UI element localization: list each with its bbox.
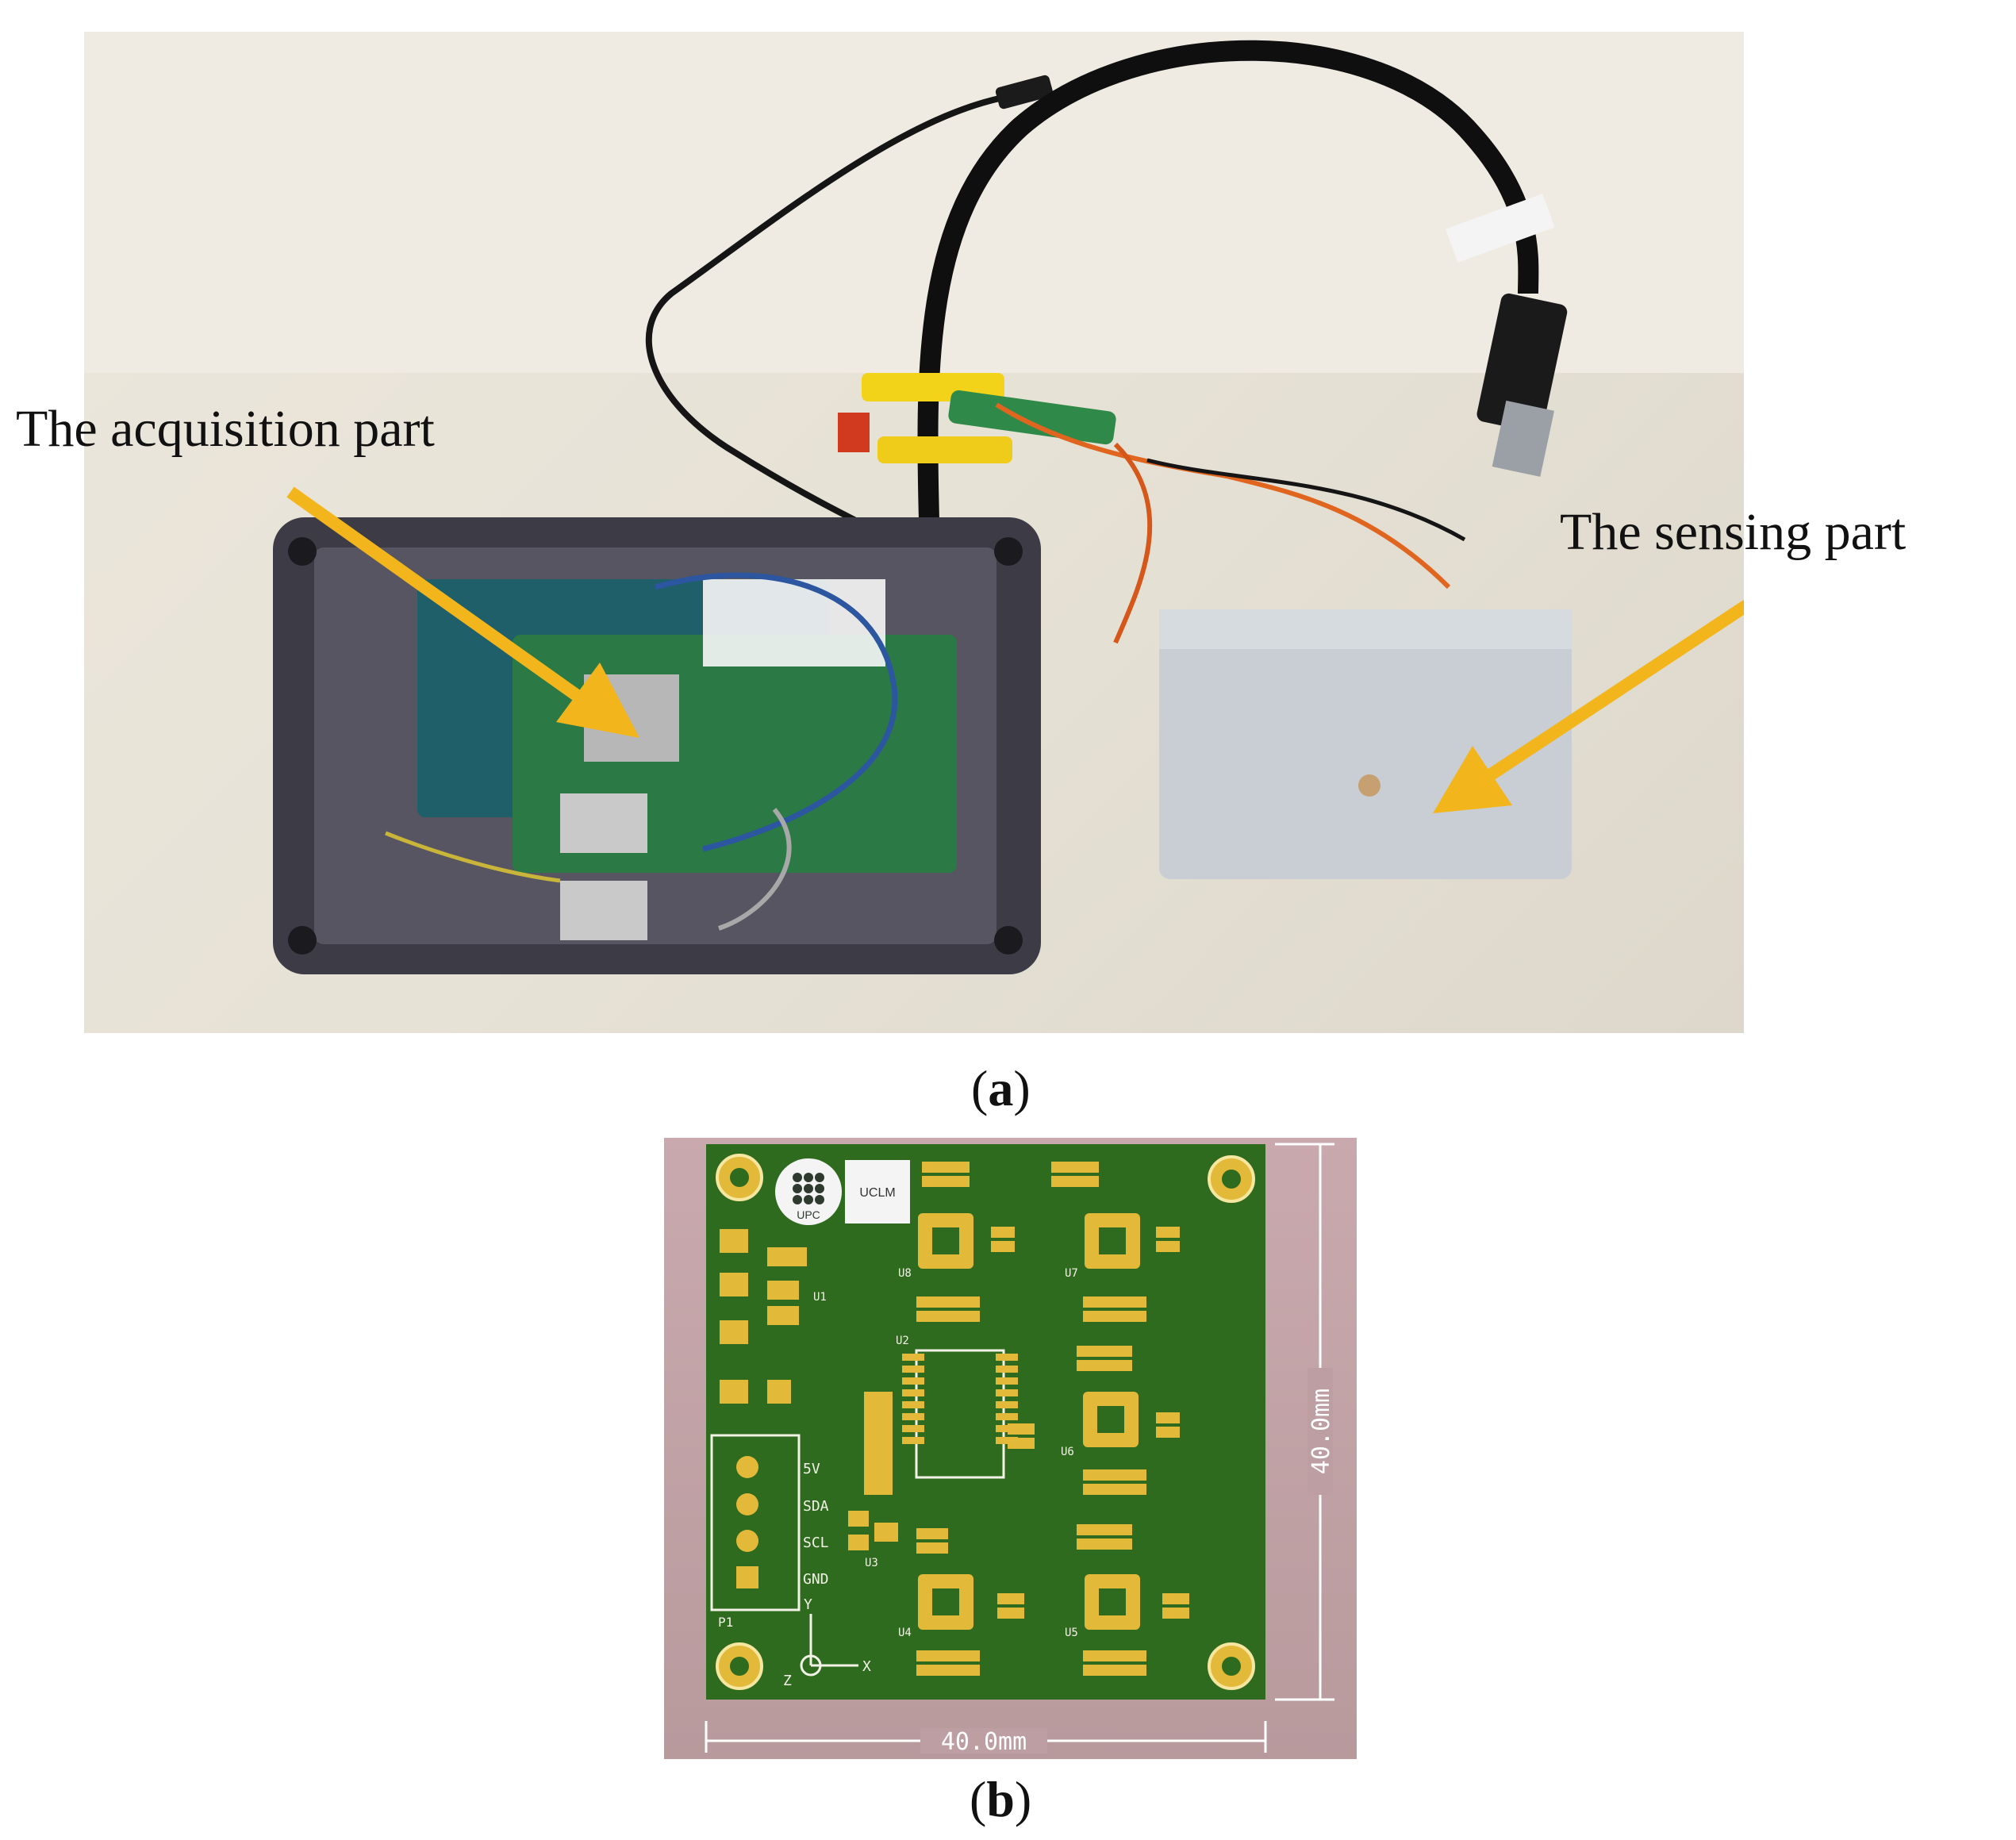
pin-label-sda: SDA bbox=[803, 1498, 829, 1515]
red-connector bbox=[838, 413, 870, 452]
ref-u3: U3 bbox=[865, 1557, 878, 1569]
ref-u2: U2 bbox=[896, 1335, 909, 1347]
uclm-logo-text: UCLM bbox=[859, 1186, 895, 1200]
ref-u5: U5 bbox=[1065, 1627, 1078, 1639]
upc-logo-text: UPC bbox=[797, 1208, 820, 1221]
chip-u8 bbox=[918, 1213, 973, 1269]
ref-u7: U7 bbox=[1065, 1267, 1078, 1280]
arrow-sensing bbox=[1476, 599, 1744, 787]
dimension-width: 40.0mm bbox=[941, 1728, 1027, 1756]
passive-pads bbox=[720, 1162, 1189, 1676]
usb-cable bbox=[917, 40, 1539, 521]
panel-label-b: (b) bbox=[970, 1771, 1032, 1827]
pin-label-5v: 5V bbox=[803, 1461, 820, 1477]
pin-label-scl: SCL bbox=[803, 1535, 829, 1551]
panel-letter-b: b bbox=[986, 1771, 1015, 1827]
chip-u2 bbox=[902, 1349, 1018, 1479]
dimension-height: 40.0mm bbox=[1308, 1389, 1335, 1474]
pcb-illustration: UPC UCLM bbox=[705, 1143, 1335, 1756]
ref-u4: U4 bbox=[898, 1627, 912, 1639]
chip-u5 bbox=[1085, 1574, 1140, 1630]
usb-plug bbox=[1476, 293, 1568, 433]
chip-u4 bbox=[918, 1574, 973, 1630]
axis-indicator bbox=[800, 1614, 858, 1677]
pin-label-gnd: GND bbox=[803, 1571, 829, 1588]
chip-u7 bbox=[1085, 1213, 1140, 1269]
photo-illustration bbox=[84, 32, 1744, 974]
thin-cable bbox=[645, 92, 1017, 543]
cable-connector bbox=[995, 75, 1054, 109]
panel-letter-a: a bbox=[988, 1060, 1014, 1116]
green-clip bbox=[948, 390, 1116, 445]
callout-sensing: The sensing part bbox=[1560, 503, 1907, 561]
axis-label-z: Z bbox=[783, 1673, 792, 1689]
photo-panel-a bbox=[84, 32, 1744, 1033]
panel-label-a: (a) bbox=[971, 1060, 1031, 1116]
yellow-clip-2 bbox=[877, 436, 1012, 463]
usb-port-2 bbox=[560, 881, 647, 940]
connector-p1-pins bbox=[736, 1456, 758, 1588]
arrow-acquisition bbox=[286, 486, 596, 712]
axis-label-x: X bbox=[862, 1658, 871, 1675]
callout-acquisition: The acquisition part bbox=[16, 400, 435, 458]
axis-label-y: Y bbox=[804, 1596, 812, 1613]
ref-u1: U1 bbox=[813, 1291, 827, 1304]
cable-label bbox=[1446, 194, 1555, 263]
usb-metal bbox=[1492, 400, 1555, 477]
sensing-box bbox=[1159, 609, 1572, 879]
uclm-logo bbox=[845, 1160, 910, 1223]
usb-port-1 bbox=[560, 793, 647, 853]
ref-u6: U6 bbox=[1061, 1446, 1074, 1458]
chip-u6 bbox=[1083, 1392, 1139, 1447]
connector-p1-outline bbox=[710, 1434, 801, 1611]
pcb-render-panel-b: UPC UCLM bbox=[664, 1138, 1357, 1759]
connector-ref: P1 bbox=[718, 1615, 733, 1630]
ref-u8: U8 bbox=[898, 1267, 912, 1280]
